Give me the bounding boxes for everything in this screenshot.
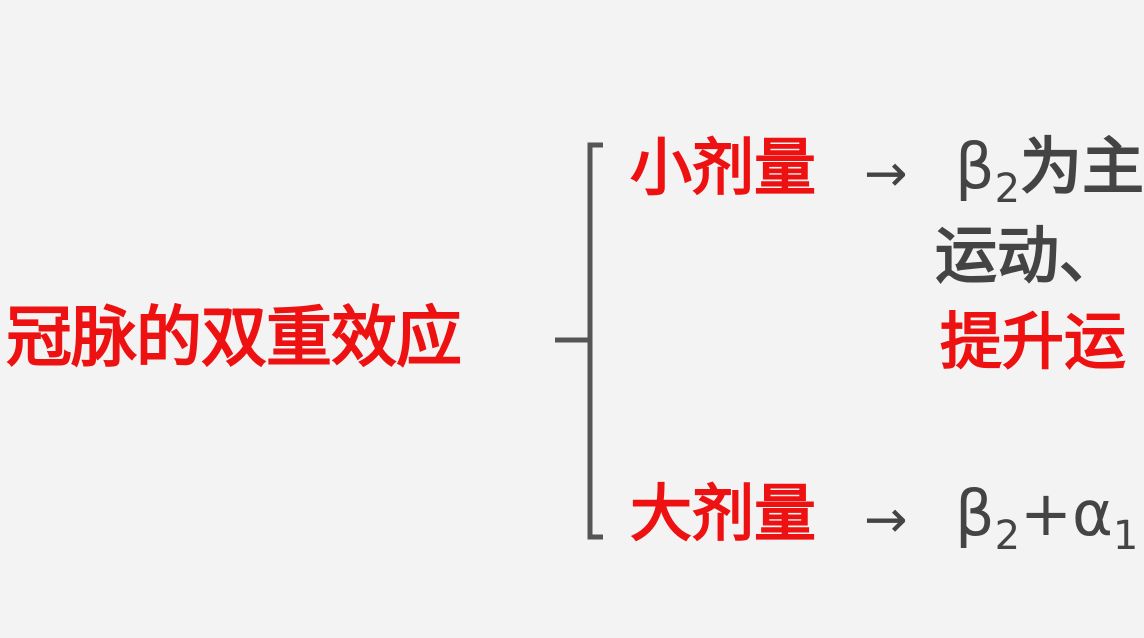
result-small-dose: β2为主	[955, 136, 1144, 210]
branch-label-large-dose: 大剂量	[630, 477, 817, 550]
result-symbol: β	[955, 130, 995, 203]
result-line-3: 提升运	[940, 305, 1127, 378]
result-text: 为主	[1020, 130, 1144, 203]
arrow-large-dose: →	[864, 490, 908, 550]
bracket-shape	[587, 142, 603, 540]
branch-label-small-dose: 小剂量	[630, 131, 817, 204]
result-subscript: 2	[994, 513, 1021, 559]
result-symbol: β	[955, 477, 995, 550]
result-line-2: 运动、	[935, 219, 1122, 292]
result-subscript-2: 1	[1112, 513, 1139, 559]
result-subscript: 2	[994, 166, 1021, 212]
arrow-small-dose: →	[864, 144, 908, 204]
main-topic: 冠脉的双重效应	[6, 299, 462, 376]
result-plus-alpha: +α	[1020, 477, 1113, 550]
result-large-dose: β2+α1	[955, 483, 1138, 557]
